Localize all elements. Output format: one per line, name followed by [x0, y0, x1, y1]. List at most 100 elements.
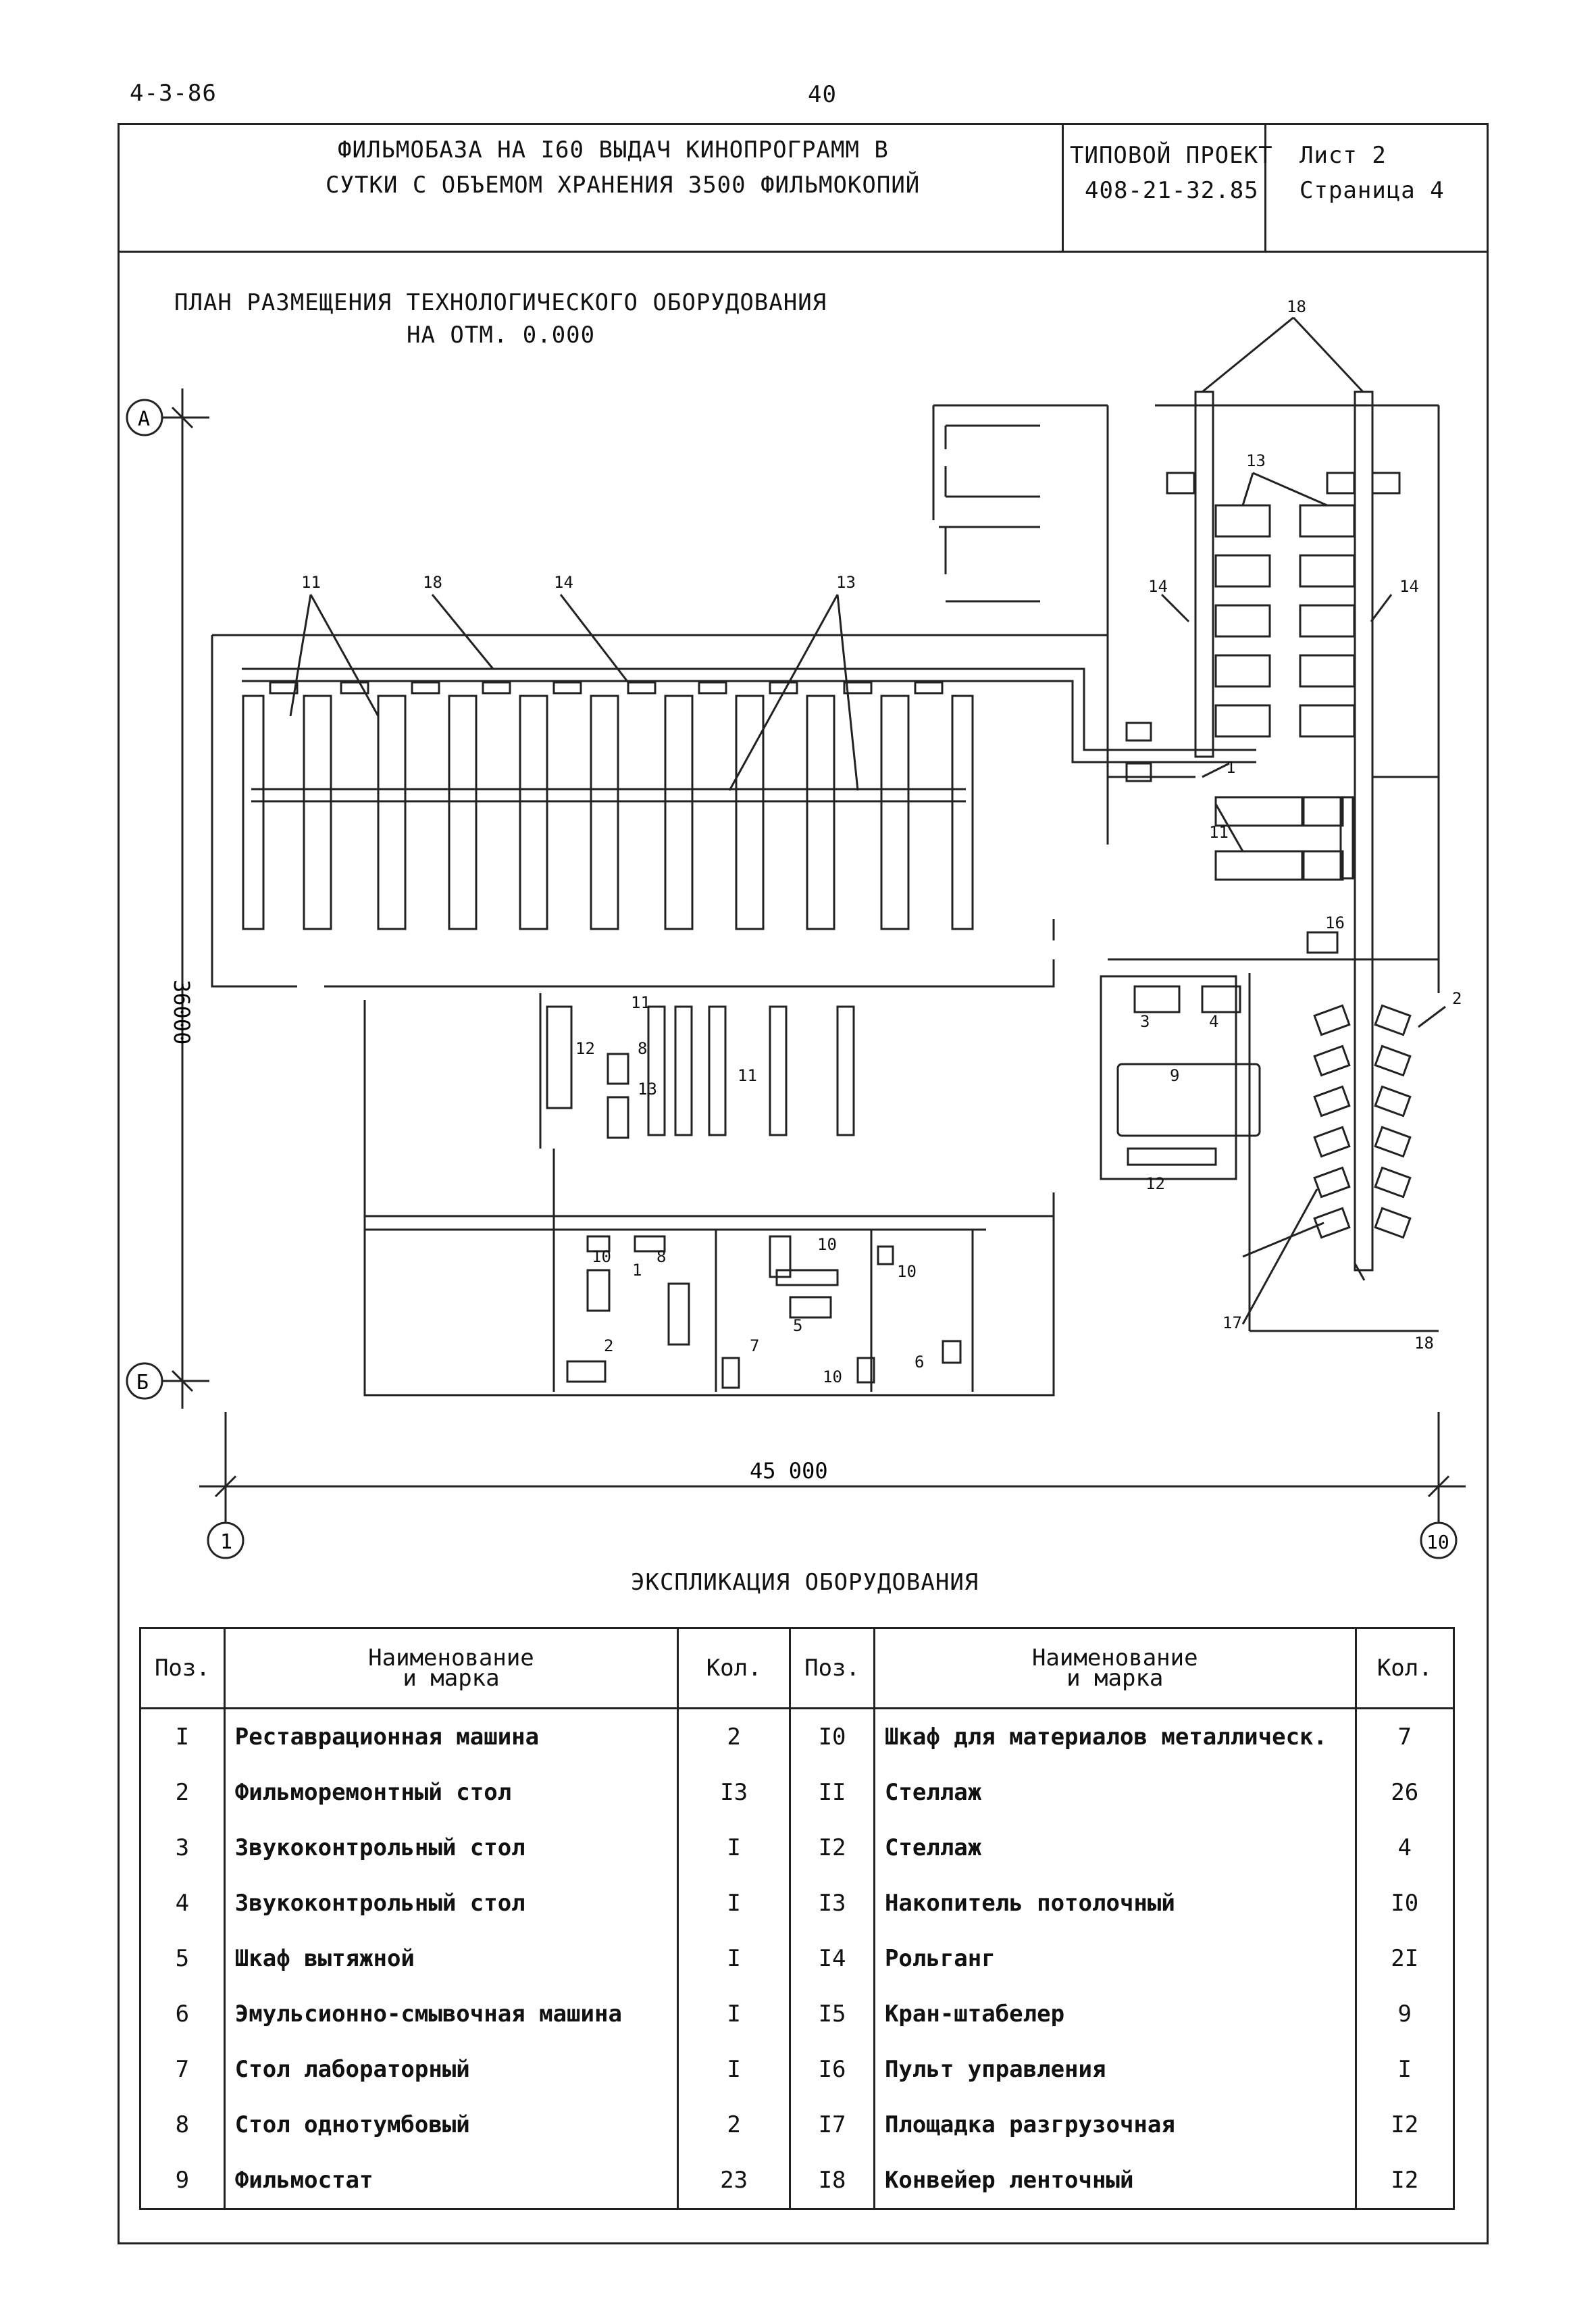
project-type-label: ТИПОВОЙ ПРОЕКТ [1070, 142, 1273, 169]
qty-right-cell: 7 [1354, 1708, 1456, 1765]
callout-18-bottom: 18 [1414, 1334, 1434, 1353]
callout-12-room: 12 [1145, 1174, 1165, 1193]
col-name-left: Наименование и марка [223, 1627, 679, 1709]
roller-tables [269, 681, 944, 695]
callout-17: 17 [1222, 1313, 1242, 1332]
col-name-right-line2: и марка [1066, 1665, 1164, 1692]
qty-right-cell: 9 [1354, 1986, 1456, 2042]
name-right-cell: Стеллаж [873, 1820, 1357, 1876]
col-qty-left: Кол. [677, 1627, 792, 1709]
table-header-row: Поз. Наименование и марка Кол. Поз. Наим… [139, 1627, 1456, 1709]
pos-left-cell: 8 [139, 2097, 226, 2153]
callout-5: 5 [793, 1316, 802, 1335]
project-title-line1: ФИЛЬМОБАЗА НА I60 ВЫДАЧ КИНОПРОГРАММ В [338, 136, 889, 164]
name-right-cell: Стеллаж [873, 1765, 1357, 1820]
pos-left-cell: I [139, 1708, 226, 1765]
name-left-cell: Звукоконтрольный стол [223, 1876, 679, 1931]
callout-6: 6 [915, 1353, 924, 1372]
qty-right-cell: 2I [1354, 1931, 1456, 1986]
pos-left-cell: 7 [139, 2042, 226, 2097]
doc-code: 4-3-86 [130, 80, 217, 107]
callout-14-hall: 14 [554, 573, 573, 592]
title-block-divider [1264, 123, 1266, 253]
callout-7: 7 [750, 1336, 759, 1355]
pos-left-cell: 2 [139, 1765, 226, 1820]
col-pos-right: Поз. [789, 1627, 875, 1709]
name-left-cell: Стол лабораторный [223, 2042, 679, 2097]
callout-11-mid: 11 [631, 993, 650, 1012]
callout-10-lab2: 10 [817, 1235, 837, 1254]
floor-plan: А Б 1 10 45 000 36000 11 18 14 13 18 13 … [126, 297, 1466, 1559]
callout-3: 3 [1140, 1012, 1150, 1031]
name-right-cell: Кран-штабелер [873, 1986, 1357, 2042]
name-right-cell: Площадка разгрузочная [873, 2097, 1357, 2153]
plan-title-line2: НА ОТМ. 0.000 [407, 322, 596, 349]
callout-9: 9 [1170, 1066, 1179, 1085]
name-left-cell: Эмульсионно-смывочная машина [223, 1986, 679, 2042]
plan-width-dimension: 45 000 [750, 1458, 828, 1484]
callout-16: 16 [1325, 913, 1345, 932]
col-name-right-line1: Наименование [1031, 1644, 1198, 1671]
page-label: Страница 4 [1299, 177, 1445, 204]
qty-left-cell: I [677, 2042, 792, 2097]
name-left-cell: Фильмостат [223, 2153, 679, 2210]
col-name-left-line1: Наименование [368, 1644, 534, 1671]
qty-right-cell: I [1354, 2042, 1456, 2097]
callout-18-hall: 18 [423, 573, 442, 592]
title-block: ФИЛЬМОБАЗА НА I60 ВЫДАЧ КИНОПРОГРАММ В С… [118, 123, 1489, 253]
name-right-cell: Накопитель потолочный [873, 1876, 1357, 1931]
qty-right-cell: I2 [1354, 2097, 1456, 2153]
callout-10-lab4: 10 [823, 1367, 842, 1386]
explication-title: ЭКСПЛИКАЦИЯ ОБОРУДОВАНИЯ [631, 1569, 979, 1596]
title-block-divider [1062, 123, 1064, 253]
qty-left-cell: I [677, 1931, 792, 1986]
pos-right-cell: II [789, 1765, 875, 1820]
callout-18-top: 18 [1287, 297, 1306, 316]
pos-left-cell: 6 [139, 1986, 226, 2042]
sheet-label: Лист 2 [1299, 142, 1387, 169]
callout-13-hall: 13 [836, 573, 856, 592]
callout-2-right: 2 [1452, 989, 1462, 1008]
callout-13-mid: 13 [638, 1080, 657, 1099]
name-left-cell: Реставрационная машина [223, 1708, 679, 1765]
pos-left-cell: 5 [139, 1931, 226, 1986]
pos-right-cell: I3 [789, 1876, 875, 1931]
qty-right-cell: 4 [1354, 1820, 1456, 1876]
callout-11-hall: 11 [301, 573, 321, 592]
callout-14-right-left: 14 [1148, 577, 1168, 596]
qty-left-cell: 23 [677, 2153, 792, 2210]
pos-right-cell: I7 [789, 2097, 875, 2153]
callout-11-mid-rack: 11 [738, 1066, 757, 1085]
callout-1-lab: 1 [632, 1261, 642, 1280]
callout-12-mid: 12 [575, 1039, 595, 1058]
name-right-cell: Шкаф для материалов металлическ. [873, 1708, 1357, 1765]
explication-table: Поз. Наименование и марка Кол. Поз. Наим… [139, 1627, 1456, 2210]
name-left-cell: Фильморемонтный стол [223, 1765, 679, 1820]
pos-left-cell: 3 [139, 1820, 226, 1876]
plan-height-dimension: 36000 [169, 980, 195, 1045]
pos-right-cell: I0 [789, 1708, 875, 1765]
callout-8-mid: 8 [638, 1039, 647, 1058]
qty-right-cell: 26 [1354, 1765, 1456, 1820]
col-name-left-line2: и марка [403, 1665, 500, 1692]
pos-right-cell: I8 [789, 2153, 875, 2210]
qty-left-cell: 2 [677, 1708, 792, 1765]
unloading-platforms [1313, 1004, 1412, 1239]
name-left-cell: Звукоконтрольный стол [223, 1820, 679, 1876]
plan-title-line1: ПЛАН РАЗМЕЩЕНИЯ ТЕХНОЛОГИЧЕСКОГО ОБОРУДО… [174, 289, 827, 316]
qty-right-cell: I0 [1354, 1876, 1456, 1931]
name-left-cell: Стол однотумбовый [223, 2097, 679, 2153]
pos-right-cell: I4 [789, 1931, 875, 1986]
callout-8-lab: 8 [657, 1247, 666, 1266]
qty-right-cell: I2 [1354, 2153, 1456, 2210]
name-left-cell: Шкаф вытяжной [223, 1931, 679, 1986]
col-name-right: Наименование и марка [873, 1627, 1357, 1709]
callout-2-lab: 2 [604, 1336, 613, 1355]
col-pos-left: Поз. [139, 1627, 226, 1709]
